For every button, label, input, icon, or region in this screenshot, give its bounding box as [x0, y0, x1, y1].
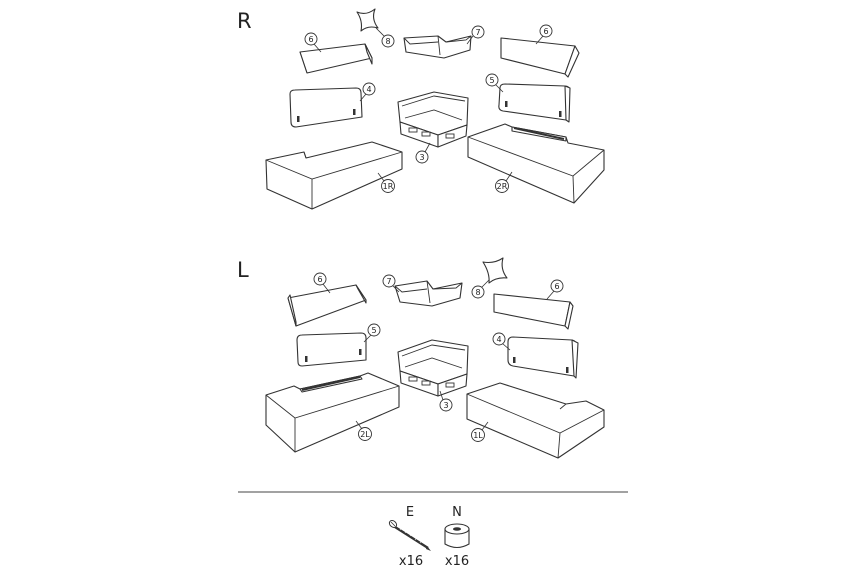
- part-arm-panel-5: [498, 83, 571, 123]
- part-label: 2L: [360, 430, 370, 439]
- part-corner-back-7: [394, 280, 463, 307]
- part-back-cushion-6-left: [299, 43, 373, 74]
- part-back-cushion-6-right: [500, 37, 580, 78]
- label-circle: [367, 323, 381, 337]
- part-chaise-seat-2R: [467, 123, 605, 204]
- hardware-section: E x16 N x16: [388, 505, 470, 569]
- hardware-qty-n: x16: [445, 554, 469, 569]
- part-label: 8: [475, 288, 480, 297]
- part-pillow-8: [482, 257, 508, 284]
- part-label: 2R: [497, 182, 508, 191]
- label-circle: [550, 279, 564, 293]
- section-right: R 6 8 7 6: [237, 8, 605, 210]
- label-circle: [382, 274, 396, 288]
- label-circle: [471, 428, 485, 442]
- part-pillow-8: [356, 8, 379, 32]
- part-label: 5: [371, 326, 376, 335]
- section-letter-left: L: [237, 258, 249, 282]
- part-label: 3: [419, 153, 424, 162]
- part-label: 6: [308, 35, 313, 44]
- part-chaise-seat-2L: [265, 372, 400, 453]
- label-circle: [492, 332, 506, 346]
- label-circle: [358, 427, 372, 441]
- part-corner-unit-3: [397, 91, 469, 148]
- hardware-qty-e: x16: [399, 554, 423, 569]
- hardware-letter-n: N: [452, 505, 462, 520]
- label-circle: [313, 272, 327, 286]
- part-label: 5: [489, 76, 494, 85]
- section-letter-right: R: [237, 9, 252, 33]
- part-back-cushion-6-left: [287, 284, 367, 327]
- label-circle: [471, 285, 485, 299]
- part-label: 6: [317, 275, 322, 284]
- screw-icon: [388, 520, 431, 551]
- part-seat-base-1L: [466, 382, 605, 459]
- part-label: 7: [386, 277, 391, 286]
- part-arm-panel-5: [296, 332, 367, 367]
- part-arm-panel-4: [507, 336, 579, 379]
- part-corner-back-7: [403, 35, 472, 59]
- part-label: 1L: [473, 431, 483, 440]
- part-back-cushion-6-right: [493, 293, 574, 330]
- part-label: 4: [366, 85, 371, 94]
- label-circle: [304, 32, 318, 46]
- part-arm-panel-4: [289, 87, 363, 128]
- part-label: 6: [554, 282, 559, 291]
- part-seat-base-1R: [265, 141, 403, 210]
- cap-nut-icon: [444, 523, 470, 549]
- label-circle: [485, 73, 499, 87]
- label-circle: [471, 25, 485, 39]
- part-label: 7: [475, 28, 480, 37]
- label-circle: [415, 150, 429, 164]
- label-circle: [495, 179, 509, 193]
- section-left: L 6 7 8 6: [237, 257, 605, 459]
- part-label: 1R: [383, 182, 394, 191]
- part-label: 6: [543, 27, 548, 36]
- hardware-letter-e: E: [406, 505, 414, 520]
- label-circle: [381, 179, 395, 193]
- part-label: 4: [496, 335, 501, 344]
- label-circle: [539, 24, 553, 38]
- part-corner-unit-3: [397, 339, 469, 397]
- label-circle: [439, 398, 453, 412]
- part-label: 3: [443, 401, 448, 410]
- label-circle: [362, 82, 376, 96]
- part-label: 8: [385, 37, 390, 46]
- label-circle: [381, 34, 395, 48]
